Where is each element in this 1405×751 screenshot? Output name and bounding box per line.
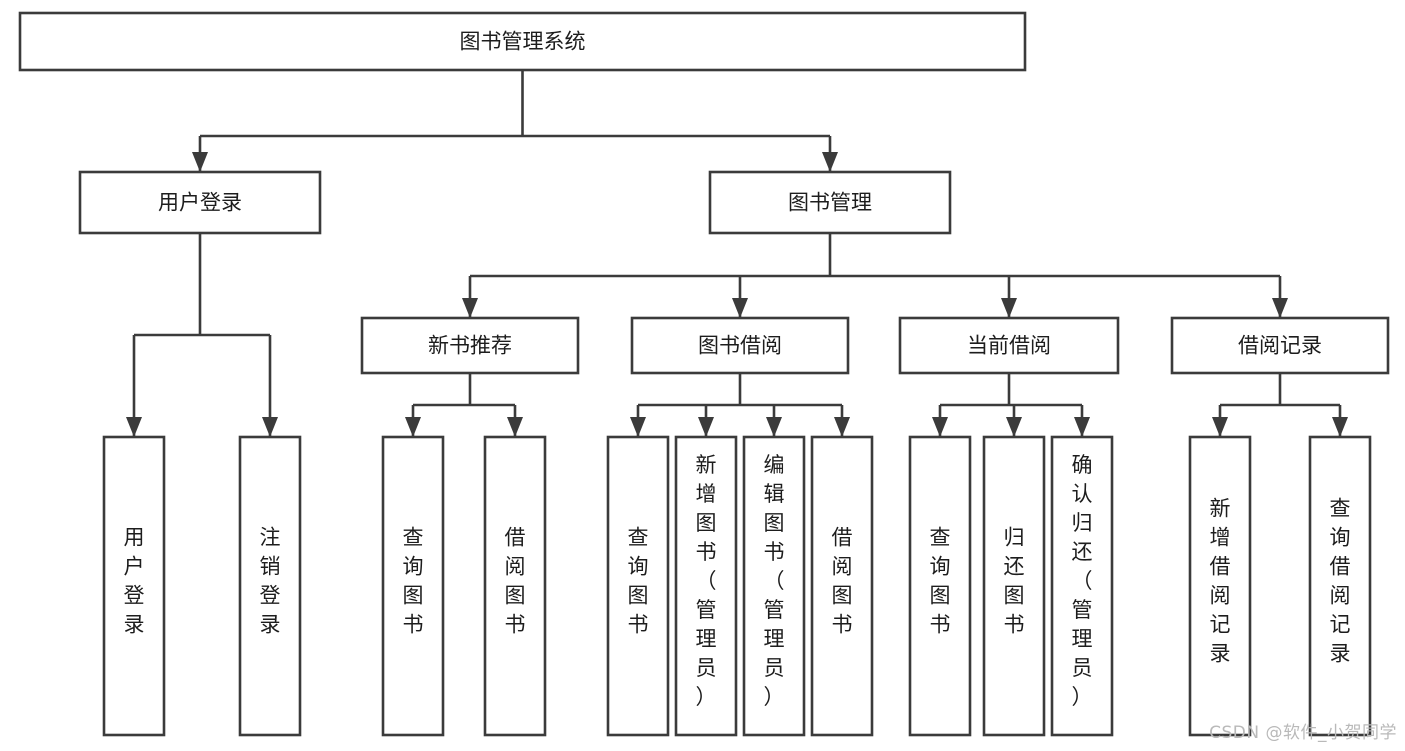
node-leaf-return-book[interactable]: 归还图书	[982, 435, 1046, 737]
node-user-login[interactable]: 用户登录	[78, 170, 322, 235]
node-leaf-borrow-book-recommend[interactable]: 借阅图书	[483, 435, 547, 737]
node-leaf-edit-book[interactable]: 编辑图书（管理员）	[742, 435, 806, 737]
arrow-head-icon	[630, 417, 646, 437]
node-leaf-query-borrow-record[interactable]: 查询借阅记录	[1308, 435, 1372, 737]
arrow-head-icon	[1332, 417, 1348, 437]
node-leaf-query-book-recommend-box[interactable]	[381, 435, 445, 737]
node-leaf-borrow-book-label: 借阅图书	[832, 526, 853, 637]
node-leaf-confirm-return-label: 确认归还（管理员）	[1072, 453, 1093, 709]
node-leaf-borrow-book[interactable]: 借阅图书	[810, 435, 874, 737]
node-leaf-user-logout[interactable]: 注销登录	[238, 435, 302, 737]
node-current-borrow-box[interactable]	[898, 316, 1120, 375]
node-leaf-add-borrow-record-label: 新增借阅记录	[1210, 497, 1231, 666]
arrow-head-icon	[822, 152, 838, 172]
arrow-head-icon	[1272, 298, 1288, 318]
arrow-head-icon	[732, 298, 748, 318]
node-book-manage-label: 图书管理	[788, 191, 872, 215]
node-leaf-query-borrow-record-box[interactable]	[1308, 435, 1372, 737]
node-leaf-borrow-book-box[interactable]	[810, 435, 874, 737]
arrow-head-icon	[698, 417, 714, 437]
node-book-borrow-box[interactable]	[630, 316, 850, 375]
arrow-head-icon	[834, 417, 850, 437]
node-leaf-query-book-borrow[interactable]: 查询图书	[606, 435, 670, 737]
arrow-head-icon	[462, 298, 478, 318]
node-leaf-query-borrow-record-label: 查询借阅记录	[1330, 497, 1351, 666]
node-new-book-recommend[interactable]: 新书推荐	[360, 316, 580, 375]
node-leaf-add-book-label: 新增图书（管理员）	[696, 453, 717, 709]
arrow-head-icon	[766, 417, 782, 437]
csdn-watermark: CSDN @软件_小贺同学	[1209, 723, 1397, 743]
node-borrow-record[interactable]: 借阅记录	[1170, 316, 1390, 375]
node-root-box[interactable]	[18, 11, 1027, 72]
node-borrow-record-label: 借阅记录	[1238, 334, 1322, 358]
arrow-head-icon	[126, 417, 142, 437]
arrow-head-icon	[1212, 417, 1228, 437]
node-leaf-add-book-box[interactable]	[674, 435, 738, 737]
node-borrow-record-box[interactable]	[1170, 316, 1390, 375]
node-root-label: 图书管理系统	[460, 30, 586, 54]
node-leaf-query-book-recommend-label: 查询图书	[403, 526, 424, 637]
arrow-head-icon	[507, 417, 523, 437]
node-leaf-confirm-return-box[interactable]	[1050, 435, 1114, 737]
node-leaf-confirm-return[interactable]: 确认归还（管理员）	[1050, 435, 1114, 737]
node-leaf-return-book-label: 归还图书	[1004, 526, 1025, 637]
node-leaf-user-login-box[interactable]	[102, 435, 166, 737]
arrow-head-icon	[932, 417, 948, 437]
node-leaf-edit-book-box[interactable]	[742, 435, 806, 737]
node-leaf-borrow-book-recommend-box[interactable]	[483, 435, 547, 737]
node-leaf-query-book-current[interactable]: 查询图书	[908, 435, 972, 737]
node-leaf-query-book-current-box[interactable]	[908, 435, 972, 737]
node-user-login-label: 用户登录	[158, 191, 242, 215]
node-new-book-recommend-label: 新书推荐	[428, 334, 512, 358]
node-current-borrow[interactable]: 当前借阅	[898, 316, 1120, 375]
node-leaf-user-logout-box[interactable]	[238, 435, 302, 737]
arrow-head-icon	[1074, 417, 1090, 437]
node-root[interactable]: 图书管理系统	[18, 11, 1027, 72]
node-leaf-return-book-box[interactable]	[982, 435, 1046, 737]
node-leaf-user-logout-label: 注销登录	[260, 526, 281, 637]
node-leaf-query-book-current-label: 查询图书	[930, 526, 951, 637]
arrow-head-icon	[1001, 298, 1017, 318]
node-leaf-user-login-label: 用户登录	[124, 526, 145, 637]
node-leaf-query-book-borrow-box[interactable]	[606, 435, 670, 737]
node-current-borrow-label: 当前借阅	[967, 334, 1051, 358]
node-leaf-query-book-borrow-label: 查询图书	[628, 526, 649, 637]
node-leaf-query-book-recommend[interactable]: 查询图书	[381, 435, 445, 737]
node-book-manage[interactable]: 图书管理	[708, 170, 952, 235]
node-new-book-recommend-box[interactable]	[360, 316, 580, 375]
arrow-head-icon	[262, 417, 278, 437]
arrow-head-icon	[405, 417, 421, 437]
node-leaf-borrow-book-recommend-label: 借阅图书	[505, 526, 526, 637]
node-leaf-add-book[interactable]: 新增图书（管理员）	[674, 435, 738, 737]
node-leaf-add-borrow-record-box[interactable]	[1188, 435, 1252, 737]
node-leaf-edit-book-label: 编辑图书（管理员）	[764, 453, 785, 709]
node-leaf-add-borrow-record[interactable]: 新增借阅记录	[1188, 435, 1252, 737]
arrow-head-icon	[1006, 417, 1022, 437]
node-book-borrow[interactable]: 图书借阅	[630, 316, 850, 375]
node-book-borrow-label: 图书借阅	[698, 334, 782, 358]
node-leaf-user-login[interactable]: 用户登录	[102, 435, 166, 737]
node-book-manage-box[interactable]	[708, 170, 952, 235]
arrow-head-icon	[192, 152, 208, 172]
node-user-login-box[interactable]	[78, 170, 322, 235]
